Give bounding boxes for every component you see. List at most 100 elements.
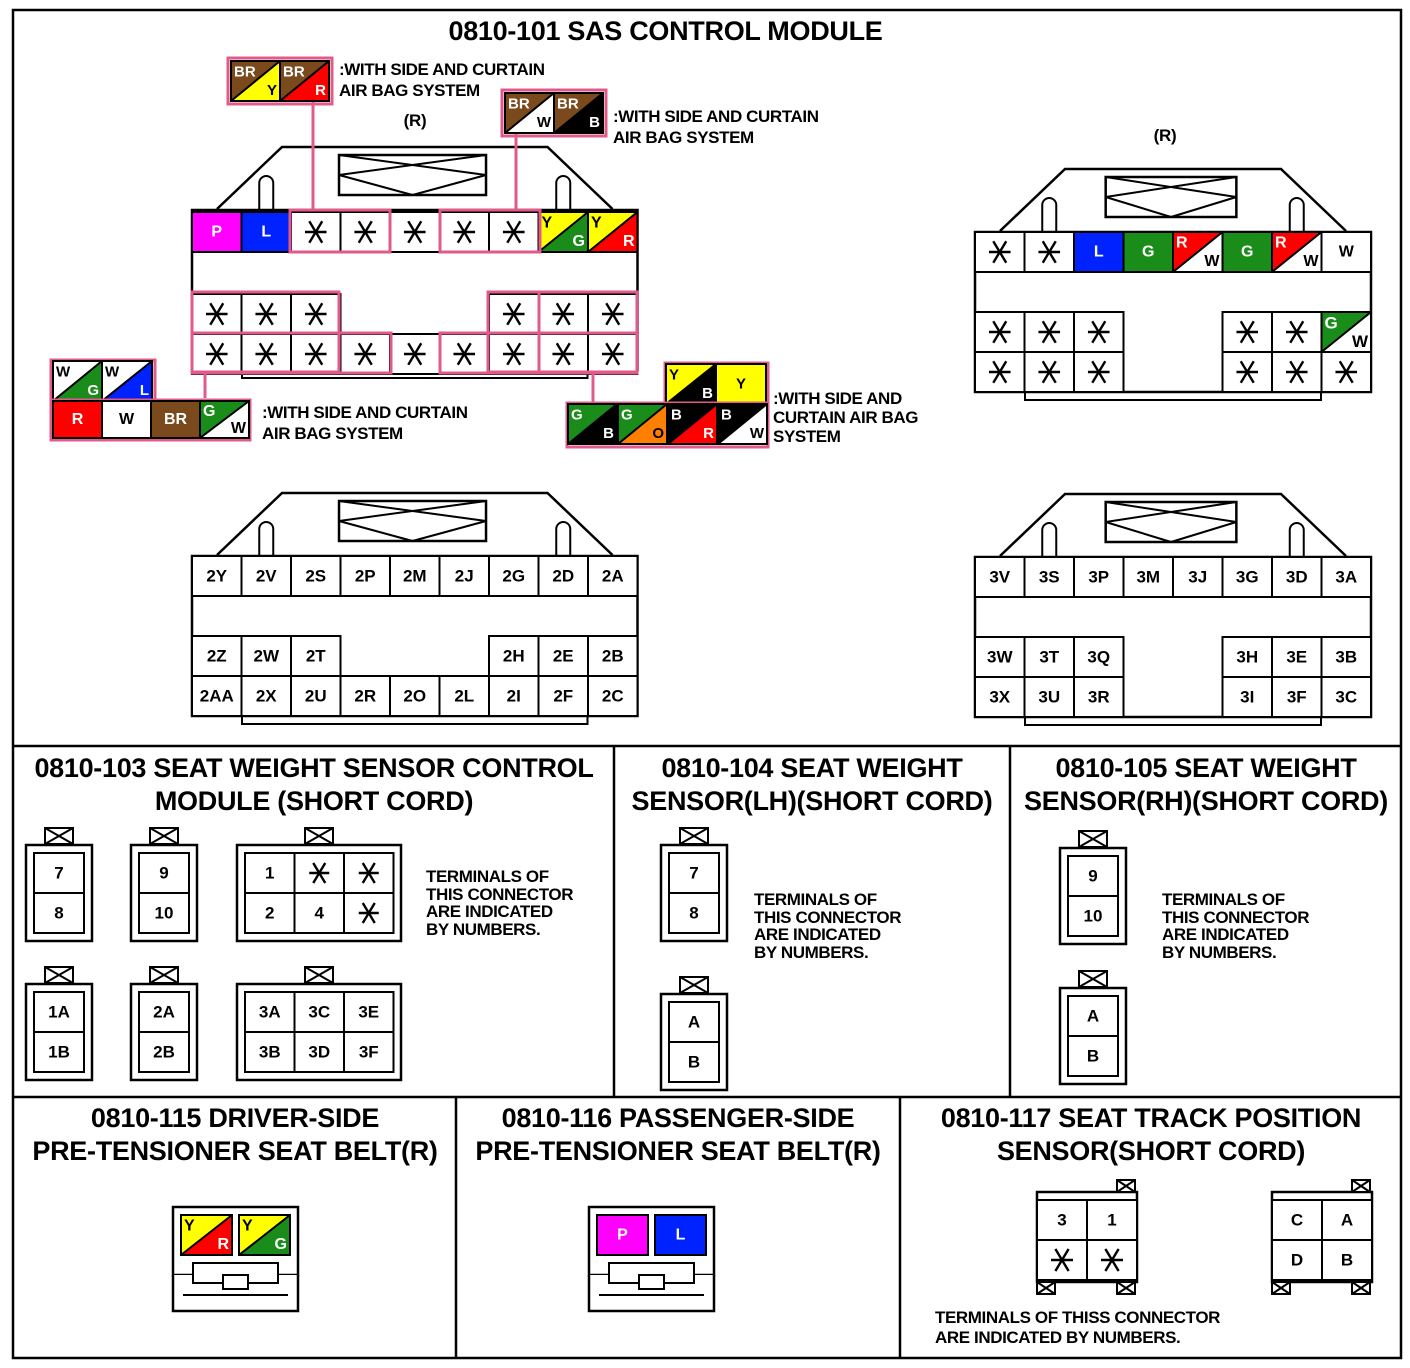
line <box>1351 1281 1371 1295</box>
unused-pin-icon <box>1038 240 1061 264</box>
pin-cell <box>438 333 490 375</box>
wire-color-label: Y <box>669 367 679 384</box>
pin-cell <box>1271 676 1323 718</box>
line <box>1105 501 1237 523</box>
pin-number: 3X <box>989 688 1010 707</box>
pin-number: 2B <box>602 647 624 666</box>
pin-cell <box>240 293 292 335</box>
pin-cell <box>33 991 85 1033</box>
wire-color-label: Y <box>736 376 746 393</box>
pin-number: 2X <box>256 687 277 706</box>
line <box>1105 176 1237 198</box>
line <box>338 520 413 542</box>
line <box>506 302 522 326</box>
title-line: MODULE (SHORT CORD) <box>154 786 474 816</box>
line <box>308 302 324 326</box>
side-curtain-note-3: :WITH SIDE AND CURTAIN AIR BAG SYSTEM <box>262 402 468 444</box>
pin-number: 2J <box>455 567 474 586</box>
note-line: TERMINALS OF <box>1162 890 1285 909</box>
pin-cell <box>138 1031 190 1073</box>
pin-cell: W <box>101 400 152 439</box>
two-pin-connector: AB <box>659 976 729 1092</box>
pin-cell <box>1321 1199 1373 1241</box>
line <box>665 363 717 405</box>
title-0810-117: 0810-117 SEAT TRACK POSITION SENSOR(SHOR… <box>900 1102 1402 1168</box>
line <box>1116 1281 1136 1295</box>
wire-color-label: W <box>750 425 765 442</box>
wire-color-label: B <box>603 425 614 442</box>
pin-number: 2V <box>256 567 277 586</box>
pin-number: 3J <box>1188 568 1207 587</box>
pin-cell <box>1086 1199 1138 1241</box>
pin-number: D <box>1291 1251 1303 1270</box>
pin-number: 9 <box>1088 867 1097 886</box>
pin-cell <box>389 211 441 253</box>
pin-cell: YR <box>587 211 639 253</box>
guide-post-icon <box>1288 522 1305 557</box>
pin-cell <box>587 675 639 717</box>
lock-tab-icon <box>149 966 179 984</box>
lock-latch-icon <box>1104 175 1238 219</box>
line <box>101 360 153 402</box>
pin-cell <box>488 211 540 253</box>
wire-color-label: W <box>231 420 247 437</box>
unused-pin-icon <box>1335 360 1358 384</box>
guide-post-icon <box>555 175 572 210</box>
line <box>679 827 709 845</box>
guide-post-icon <box>1041 197 1058 232</box>
line <box>567 403 618 445</box>
pin-number: 2AA <box>200 687 234 706</box>
pin-cell <box>339 333 391 375</box>
pin-number: 2M <box>403 567 427 586</box>
wire-color-label: R <box>217 1236 229 1253</box>
pin-cell <box>1221 311 1273 353</box>
side-curtain-note-1: :WITH SIDE AND CURTAIN AIR BAG SYSTEM <box>339 59 545 101</box>
note-line: TERMINALS OF THISS CONNECTOR <box>935 1308 1221 1327</box>
pin-cell <box>974 351 1026 393</box>
pin-cell <box>587 555 639 597</box>
two-pin-connector: 910 <box>129 827 199 943</box>
pin-cell <box>587 293 639 335</box>
pin-cell: BW <box>717 403 768 445</box>
rect <box>337 499 488 543</box>
note-line: BY NUMBERS. <box>754 942 869 962</box>
pin-number: 2 <box>265 904 274 923</box>
line <box>992 240 1008 264</box>
wire-color-label: W <box>56 364 71 381</box>
wire-color-label: W <box>1204 253 1220 270</box>
unused-pin-icon <box>403 342 426 366</box>
guide-post <box>1041 197 1058 232</box>
note-line: :WITH SIDE AND CURTAIN <box>613 107 819 126</box>
wire-color-label: W <box>119 411 135 428</box>
rect <box>337 153 488 197</box>
note-line: :WITH SIDE AND <box>773 389 902 408</box>
pin-number: 9 <box>159 864 168 883</box>
lock-tab-icon <box>1351 1281 1371 1295</box>
pin-cell <box>488 675 540 717</box>
wire-color-label: G <box>571 407 583 424</box>
pin-cell: GB <box>567 403 618 445</box>
line <box>338 154 487 176</box>
wire-color-label: W <box>1352 332 1369 351</box>
pin-cell <box>587 333 639 375</box>
wire-color-label: BR <box>283 64 305 81</box>
line <box>407 220 423 244</box>
pin-cell <box>488 333 540 375</box>
pin-number: 2P <box>355 567 376 586</box>
pin-cell <box>389 555 441 597</box>
pin-cell <box>668 1041 720 1083</box>
wire-color-label: G <box>1241 244 1253 261</box>
line <box>412 520 487 542</box>
line <box>199 400 250 439</box>
pin-cell <box>290 211 342 253</box>
line <box>605 302 621 326</box>
wire-color-label: Y <box>542 215 553 232</box>
pin-cell: W <box>1320 231 1372 273</box>
wire-color-label: G <box>621 407 633 424</box>
variant-box <box>500 88 608 138</box>
line <box>555 342 571 366</box>
pin-number: 3B <box>259 1043 281 1062</box>
